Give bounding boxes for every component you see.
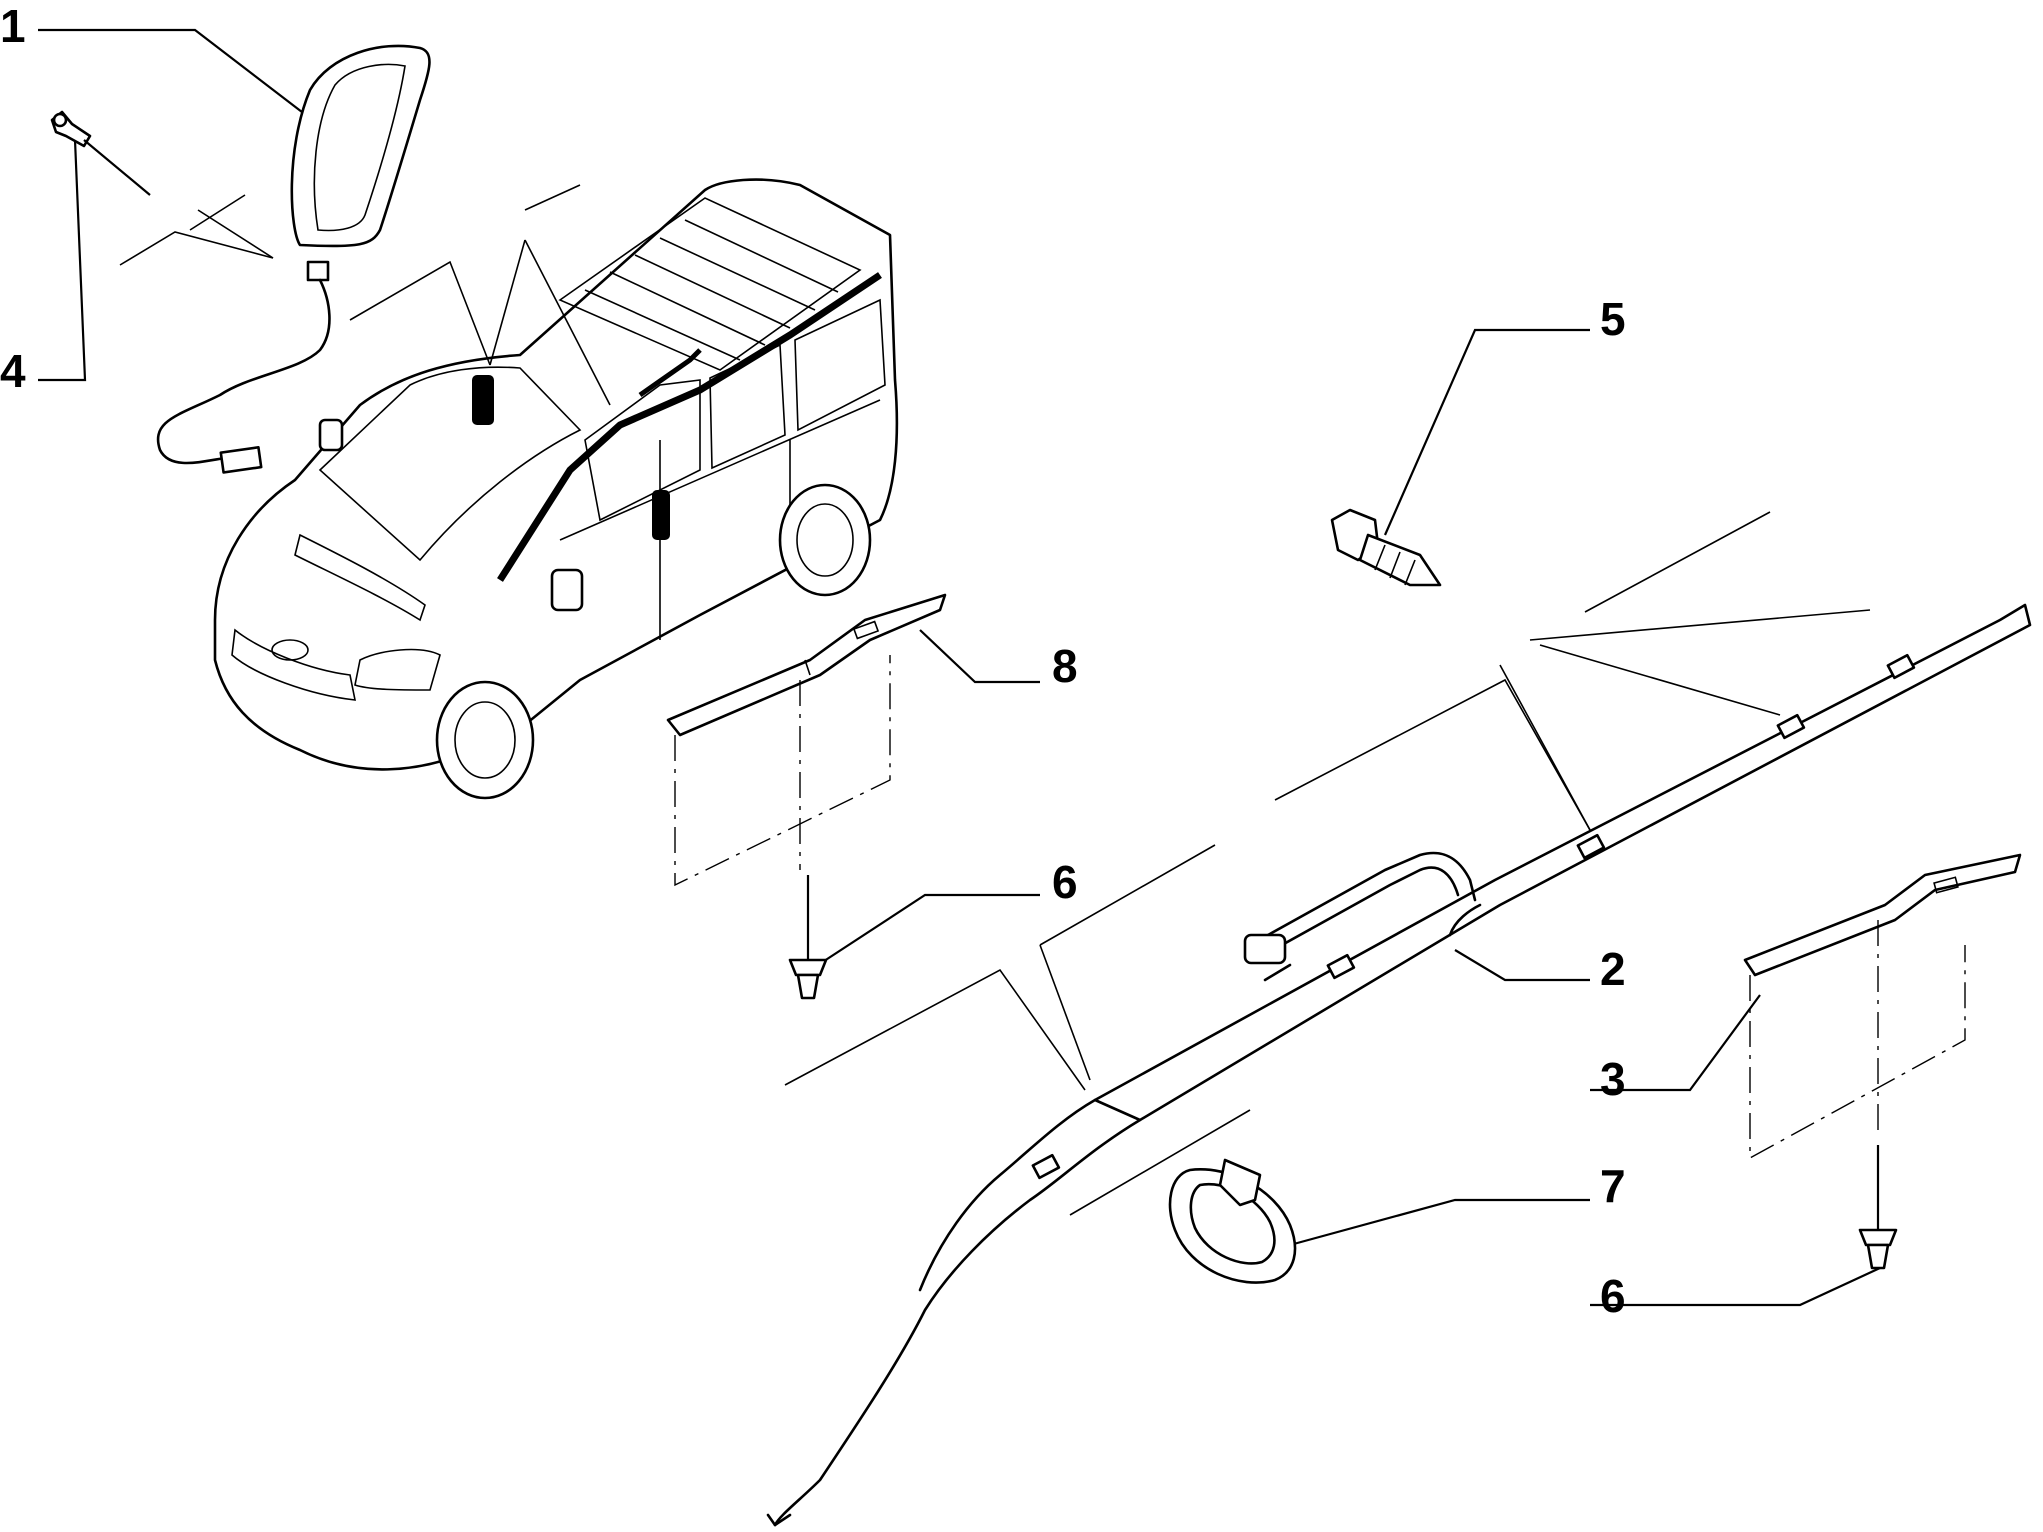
callout-1[interactable]: 1 (0, 0, 26, 52)
callout-8[interactable]: 8 (1052, 640, 1078, 692)
assembly-lines (119, 184, 1871, 1216)
clip-part-7[interactable] (1168, 1158, 1297, 1284)
callout-7[interactable]: 7 (1600, 1160, 1626, 1212)
callout-6-upper[interactable]: 6 (1052, 856, 1078, 908)
screw-part-5[interactable] (1330, 508, 1442, 587)
leader-lines (38, 28, 1881, 1307)
rivet-part-6-upper[interactable] (788, 875, 828, 1000)
seat-airbag-part-1[interactable] (156, 44, 431, 474)
rivet-part-6-lower[interactable] (1858, 1145, 1898, 1270)
callout-3[interactable]: 3 (1600, 1053, 1626, 1105)
rivet-part-4[interactable] (50, 110, 151, 196)
curtain-airbag-part-2[interactable] (766, 603, 2032, 1527)
bracket-part-8[interactable] (666, 593, 947, 887)
callout-4[interactable]: 4 (0, 345, 26, 397)
van-illustration (213, 178, 899, 800)
callout-5[interactable]: 5 (1600, 293, 1626, 345)
callout-2[interactable]: 2 (1600, 943, 1626, 995)
callout-6-lower[interactable]: 6 (1600, 1270, 1626, 1322)
bracket-part-3[interactable] (1743, 853, 2022, 1160)
